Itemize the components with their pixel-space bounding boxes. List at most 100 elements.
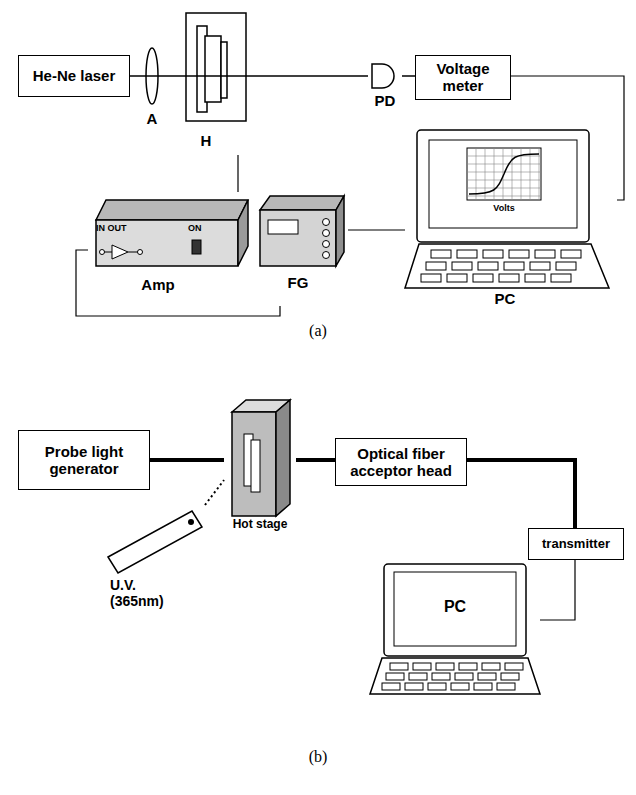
fiber-head-box: Optical fiber acceptor head xyxy=(335,438,467,486)
laptop-base xyxy=(405,244,609,288)
keyboard-key xyxy=(432,673,450,680)
keyboard-key xyxy=(505,663,523,670)
function-generator: FG xyxy=(256,190,348,306)
computer: PC xyxy=(370,562,540,702)
generator-side xyxy=(336,196,344,266)
keyboard-key xyxy=(447,274,467,282)
graph-curve xyxy=(469,154,539,194)
keyboard-key xyxy=(497,683,515,690)
part-label: H xyxy=(191,132,221,149)
keyboard-key xyxy=(478,673,496,680)
graph-grid xyxy=(467,156,541,157)
illustration xyxy=(370,562,540,702)
connector xyxy=(130,75,140,77)
box-label: Voltage meter xyxy=(423,60,503,95)
amplifier: IN OUTONAmp xyxy=(88,192,250,304)
illustration xyxy=(183,10,251,155)
keyboard-key xyxy=(530,262,550,270)
part-label: U.V. (365nm) xyxy=(110,577,176,609)
connector xyxy=(251,75,368,77)
laser-beam xyxy=(183,75,251,77)
holder-frame xyxy=(186,13,246,121)
transmitter-box: transmitter xyxy=(528,528,624,560)
amplifier-symbol xyxy=(112,245,128,259)
keyboard-key xyxy=(459,663,477,670)
keyboard-key xyxy=(382,683,400,690)
connector xyxy=(348,229,405,230)
lamp-window xyxy=(188,519,194,525)
photodetector-symbol xyxy=(372,64,394,88)
keyboard-key xyxy=(504,262,524,270)
power-switch xyxy=(192,240,201,254)
sample-holder: H xyxy=(183,10,251,155)
connector xyxy=(164,75,183,77)
graph-grid xyxy=(467,164,541,165)
part-label: ON xyxy=(188,223,218,233)
graph-grid xyxy=(467,180,541,181)
keyboard-key xyxy=(473,274,493,282)
connector xyxy=(150,458,224,462)
illustration xyxy=(405,126,617,310)
illustration xyxy=(224,398,296,538)
sample-cell xyxy=(205,36,221,102)
keyboard-key xyxy=(501,673,519,680)
light-source-box: Probe light generator xyxy=(18,430,150,490)
keyboard-key xyxy=(426,262,446,270)
laptop-display xyxy=(429,140,577,228)
part-label: Volts xyxy=(479,203,529,213)
uv-lamp: U.V. (365nm) xyxy=(100,505,220,615)
generator-knob xyxy=(323,219,330,226)
keyboard-key xyxy=(455,673,473,680)
panel-label: (a) xyxy=(298,322,338,340)
graph-grid xyxy=(467,196,541,197)
uv-lamp xyxy=(108,511,202,573)
keyboard-key xyxy=(390,663,408,670)
uv-light-path xyxy=(205,480,224,505)
connector xyxy=(467,460,575,528)
connector xyxy=(237,155,238,192)
connector xyxy=(402,75,415,77)
part-label: A xyxy=(132,110,172,127)
photodetector: PD xyxy=(368,58,402,114)
connector xyxy=(540,560,575,620)
panel-label: (b) xyxy=(298,748,338,766)
keyboard-key xyxy=(483,250,503,258)
terminal-lead xyxy=(104,252,112,253)
keyboard-key xyxy=(551,274,571,282)
amplifier-front xyxy=(96,220,238,266)
part-label: Hot stage xyxy=(212,518,308,532)
terminal-lead xyxy=(128,252,138,253)
generator-knob xyxy=(323,230,330,237)
generator-front xyxy=(260,210,336,266)
box-label: Probe light generator xyxy=(26,443,142,478)
keyboard-key xyxy=(436,663,454,670)
part-label: Amp xyxy=(118,276,198,293)
keyboard-key xyxy=(457,250,477,258)
computer: VoltsPC xyxy=(405,126,617,310)
keyboard-key xyxy=(421,274,441,282)
box-label: transmitter xyxy=(542,537,610,552)
keyboard-key xyxy=(561,250,581,258)
input-terminal xyxy=(100,250,105,255)
keyboard-key xyxy=(431,250,451,258)
laptop-screen xyxy=(417,130,589,242)
glass-plate xyxy=(221,42,227,98)
keyboard-key xyxy=(386,673,404,680)
laptop-screen xyxy=(384,564,526,656)
part-label: PC xyxy=(465,290,545,307)
amplifier-top xyxy=(96,200,248,220)
generator-knob xyxy=(323,252,330,259)
keyboard-key xyxy=(499,274,519,282)
keyboard-key xyxy=(413,663,431,670)
generator-knob xyxy=(323,241,330,248)
laser-box: He-Ne laser xyxy=(18,55,130,97)
hot-stage: Hot stage xyxy=(224,398,296,538)
generator-display xyxy=(268,220,298,234)
keyboard-key xyxy=(556,262,576,270)
keyboard-key xyxy=(535,250,555,258)
keyboard-key xyxy=(409,673,427,680)
connector xyxy=(296,458,335,462)
